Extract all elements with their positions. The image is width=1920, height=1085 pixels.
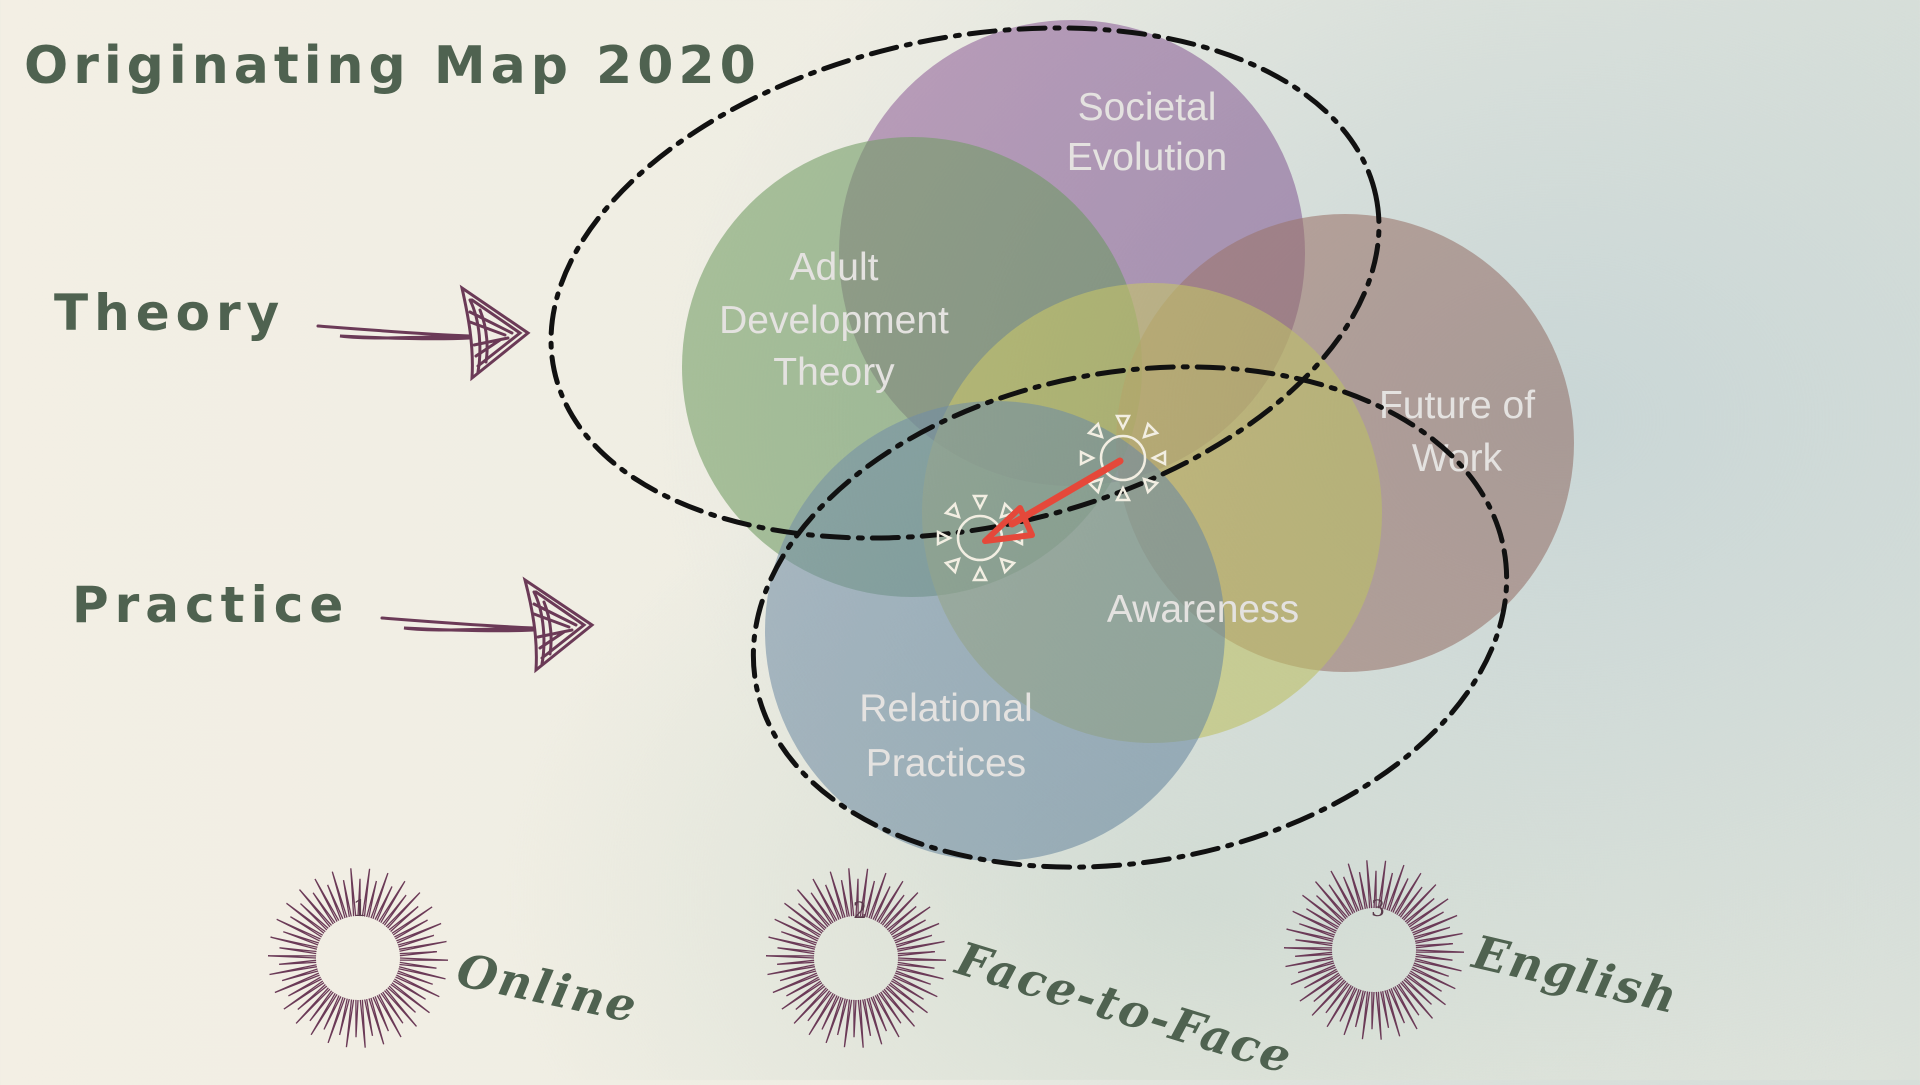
societal-line2: Evolution	[1067, 136, 1227, 179]
starburst-icon	[1283, 860, 1465, 1040]
circle-relational-practices	[765, 401, 1225, 861]
starburst-icon	[765, 868, 947, 1048]
theory-ellipse	[548, 25, 1382, 541]
relational-line2: Practices	[866, 742, 1026, 785]
practice-pointer-arrow-icon	[380, 576, 595, 674]
sun-icon	[1079, 414, 1167, 502]
societal-line1: Societal	[1078, 86, 1217, 129]
practice-label: Practice	[72, 576, 350, 634]
future-line2: Work	[1412, 437, 1503, 480]
theory-pointer-arrow-icon	[316, 284, 531, 382]
page-title: Originating Map 2020	[24, 36, 761, 96]
red-arrow-icon	[982, 457, 1124, 544]
adult-line3: Theory	[773, 351, 895, 394]
theory-label: Theory	[54, 284, 286, 342]
mode-number-2: 2	[853, 899, 867, 924]
mode-number-3: 3	[1371, 897, 1385, 922]
mode-number-1: 1	[353, 897, 367, 922]
starburst-icon	[267, 868, 449, 1048]
adult-line1: Adult	[790, 246, 879, 289]
practice-ellipse	[750, 364, 1510, 870]
awareness-label: Awareness	[1107, 588, 1299, 631]
adult-line2: Development	[719, 299, 949, 342]
relational-line1: Relational	[859, 687, 1032, 730]
